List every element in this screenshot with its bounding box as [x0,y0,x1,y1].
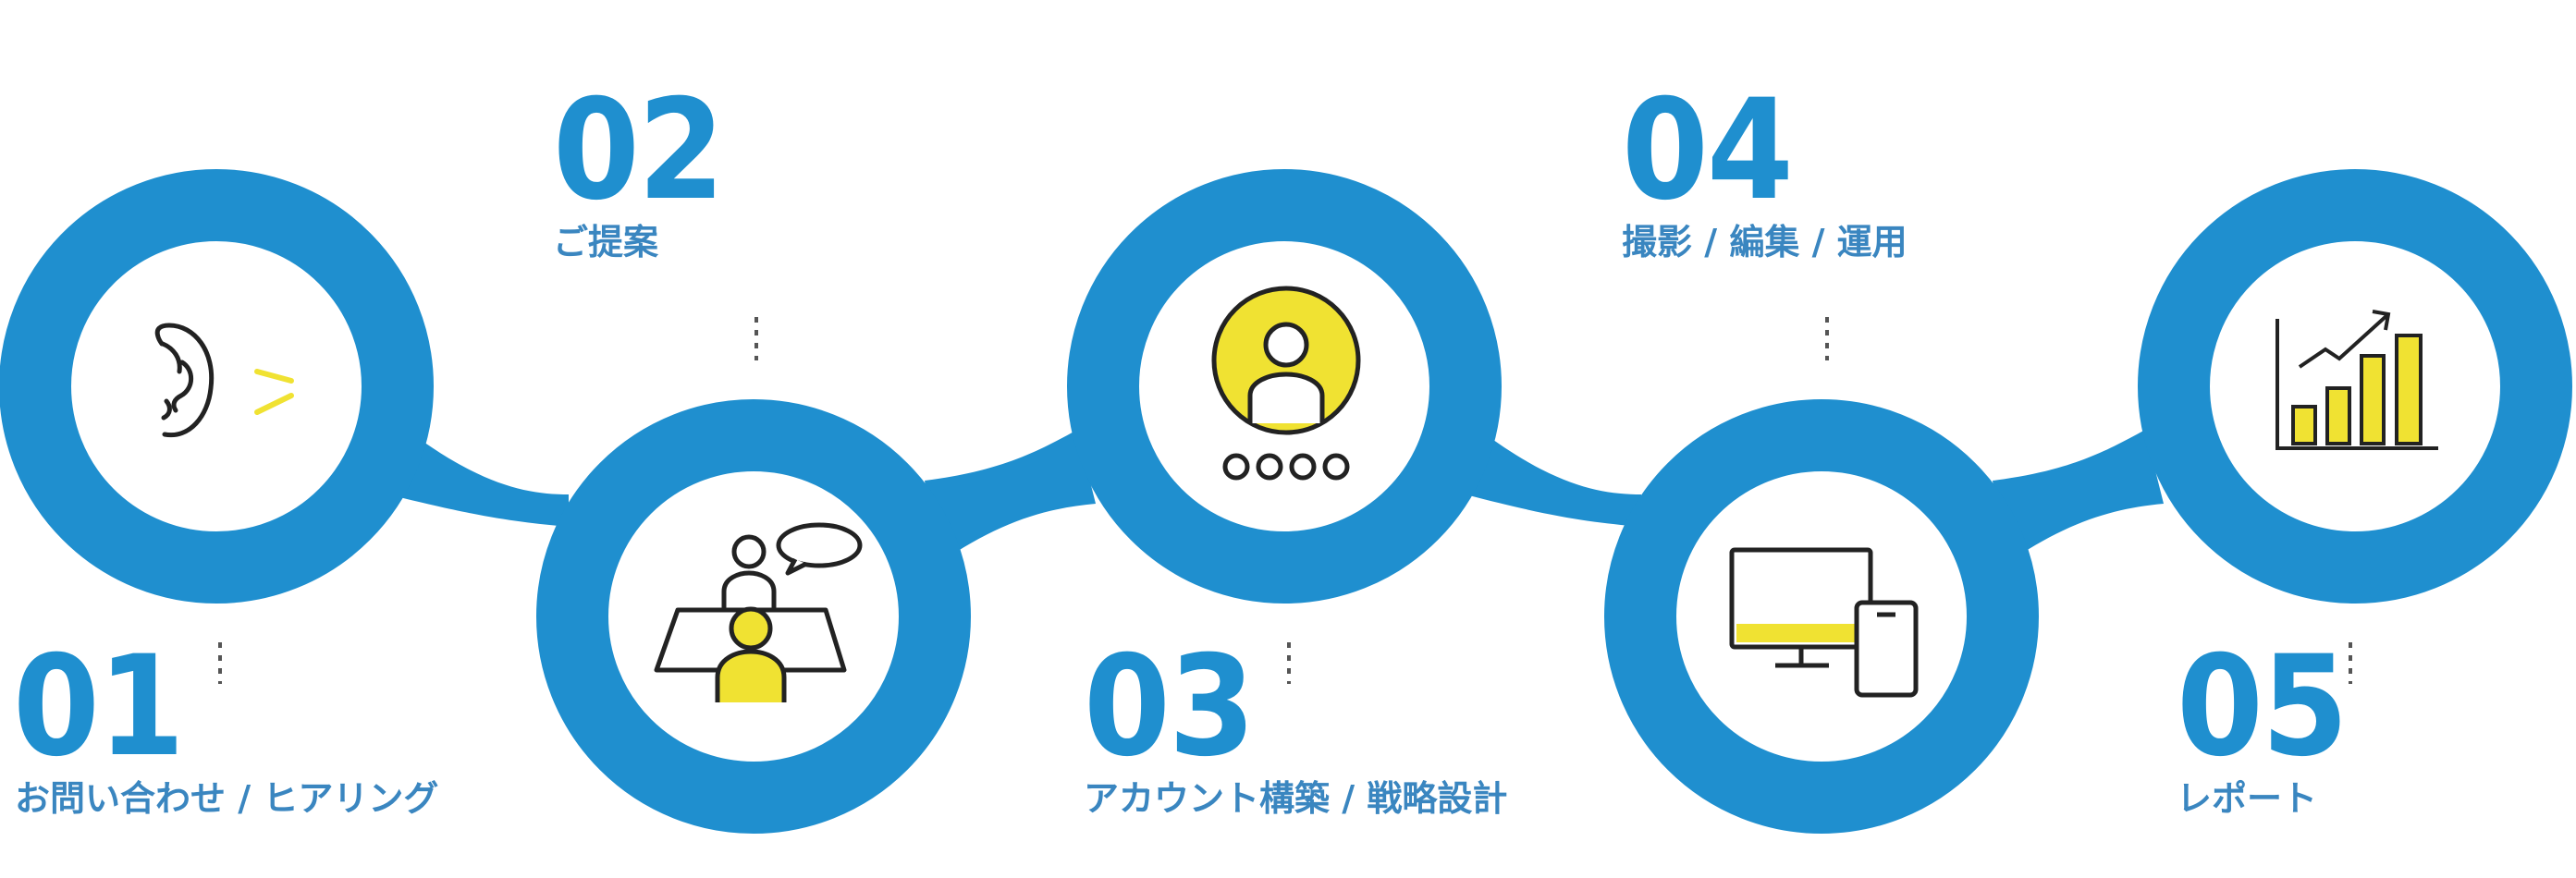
step-number-03: 03 [1084,627,1256,787]
step-label-05: レポート [2177,778,2318,819]
connector-3-4 [1466,430,1641,527]
step-label-03: アカウント構築 / 戦略設計 [1084,778,1508,819]
connector-2-3 [925,430,1096,564]
ear-listening-icon [154,323,294,438]
step-number-02: 02 [553,70,725,231]
connectors [388,430,2164,564]
connector-1-2 [388,430,569,527]
connector-4-5 [1993,430,2164,564]
step-label-02: ご提案 [553,222,659,262]
step-number-01: 01 [13,627,185,787]
step-label-04: 撮影 / 編集 / 運用 [1622,222,1907,262]
devices-icon [1729,547,1919,698]
step-label-01: お問い合わせ / ヒアリング [15,778,439,819]
step-number-04: 04 [1622,70,1794,231]
growth-chart-icon [2275,310,2438,450]
step-ring-05 [2138,169,2572,604]
consultation-meeting-icon [654,522,863,702]
step-number-05: 05 [2177,627,2349,787]
step-ring-01 [0,169,434,604]
account-profile-icon [1211,286,1361,481]
